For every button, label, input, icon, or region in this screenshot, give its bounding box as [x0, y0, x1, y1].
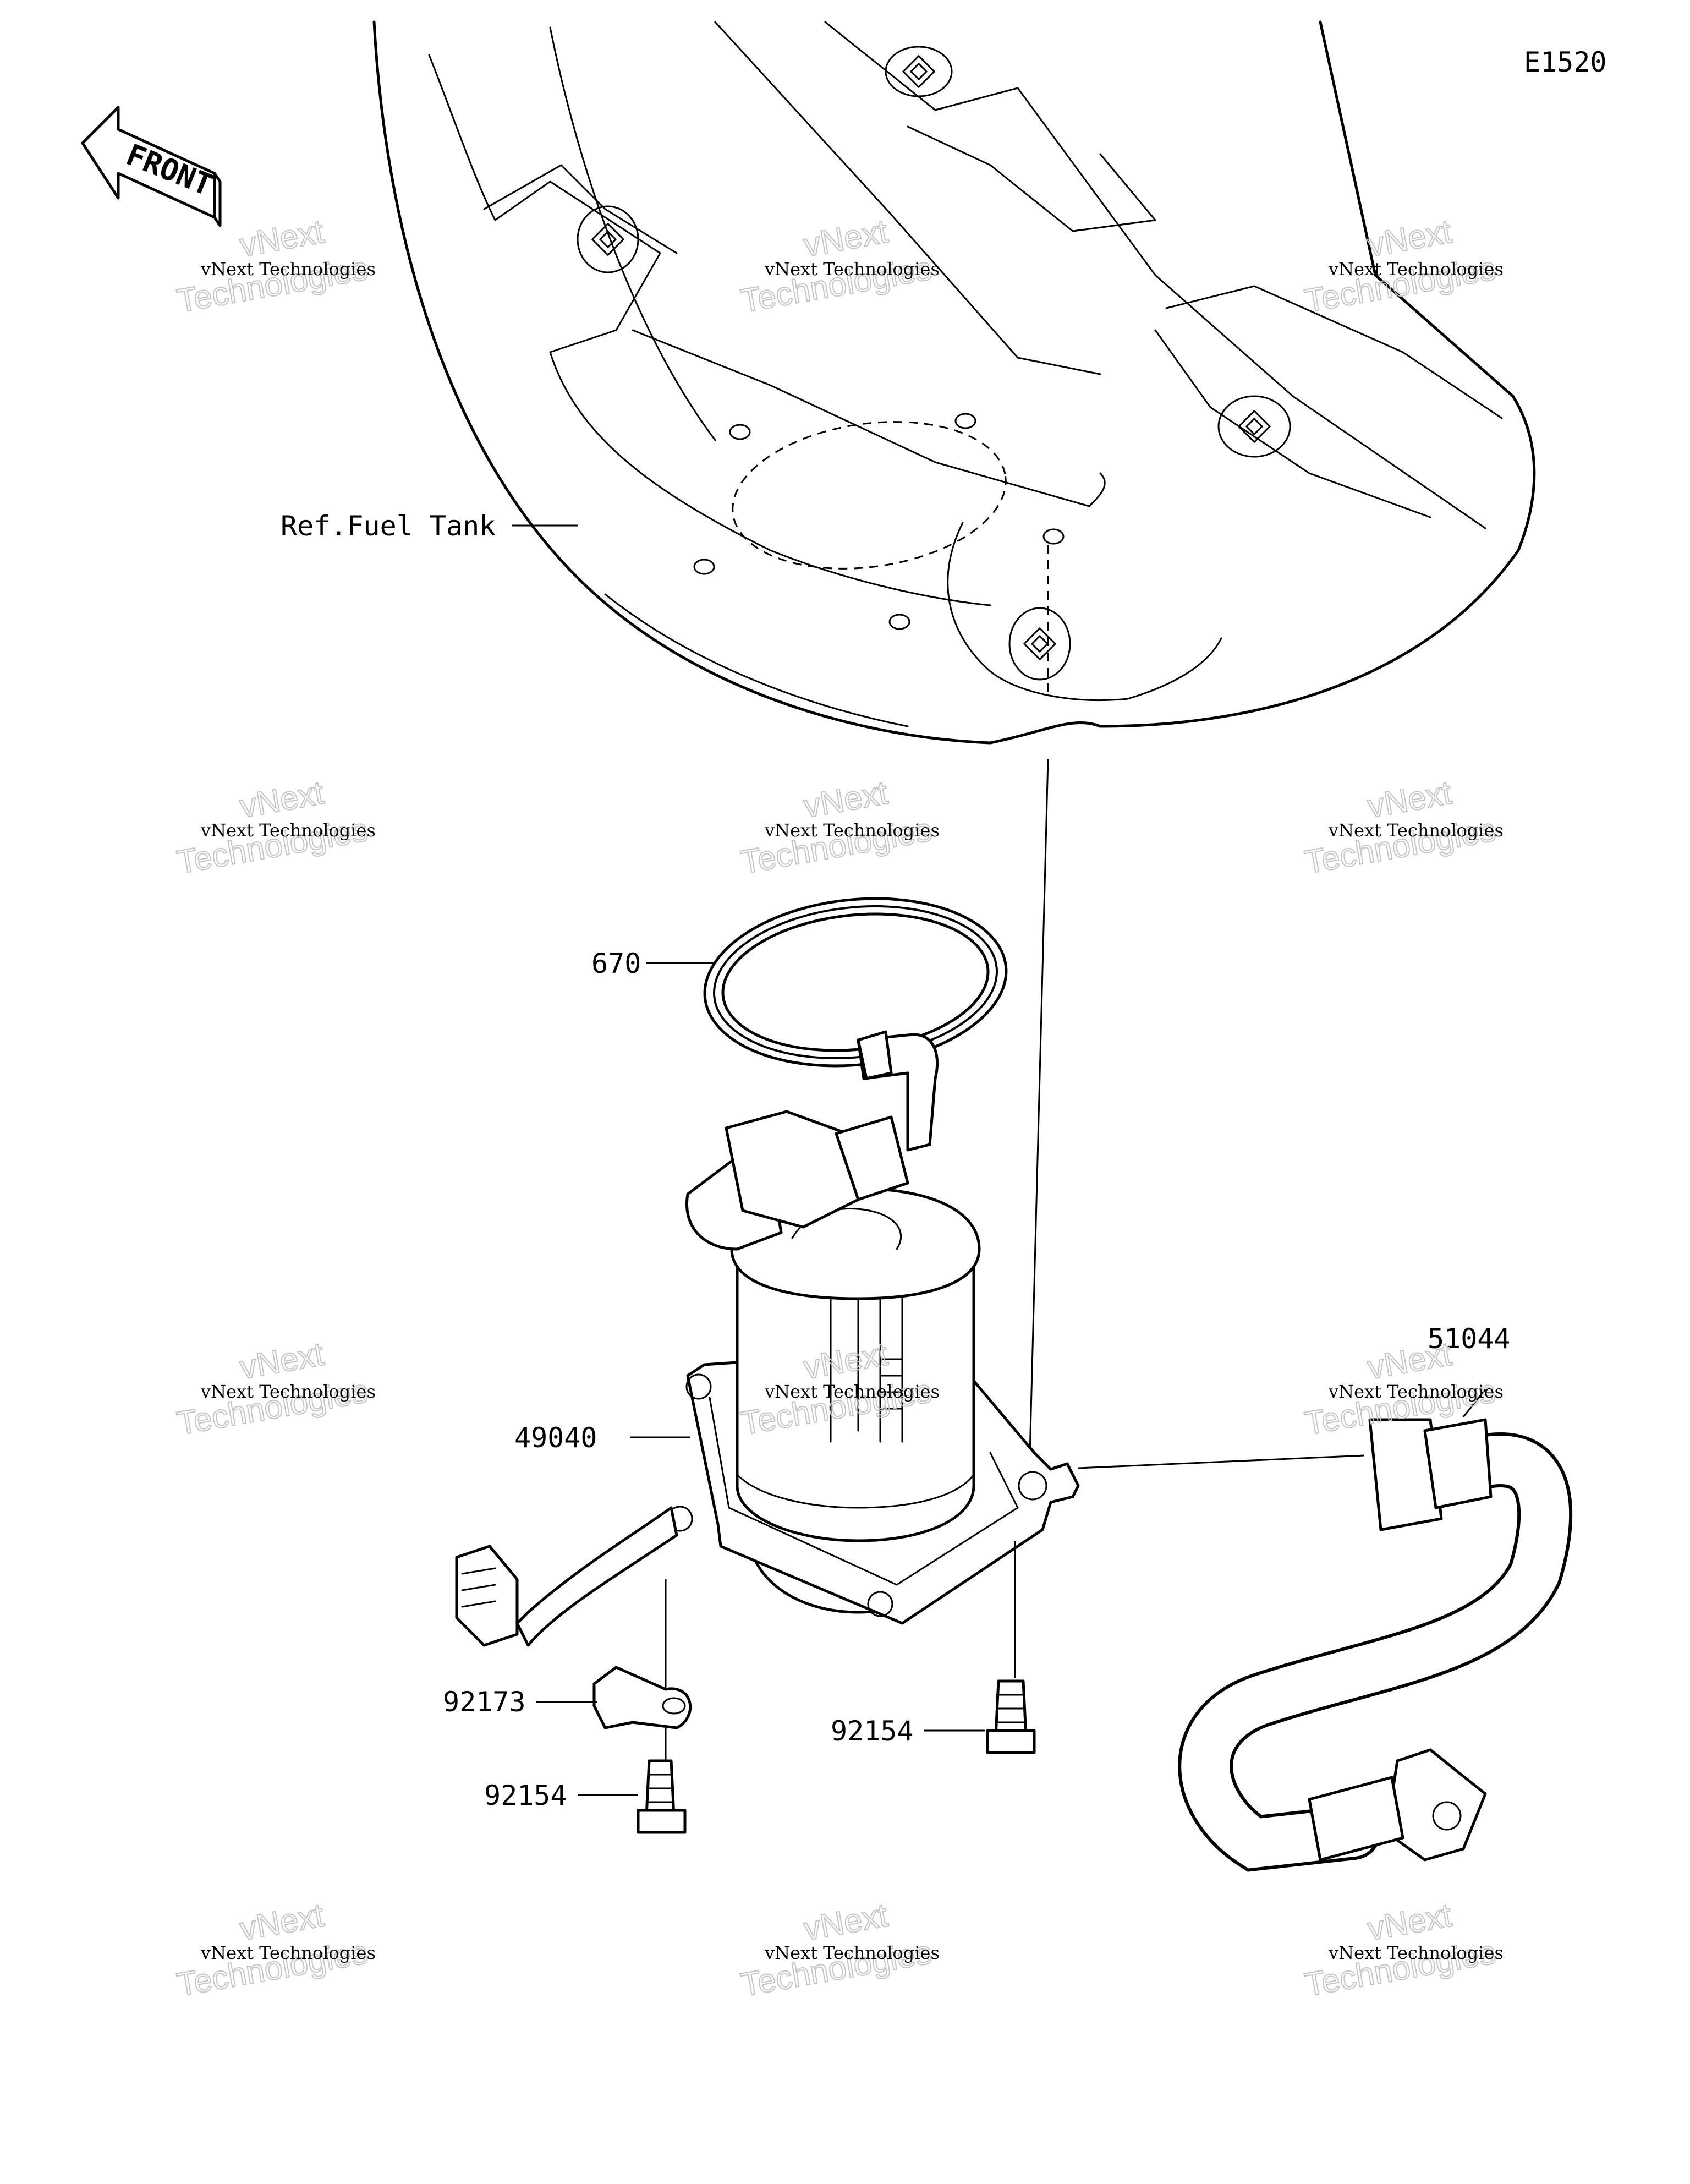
svg-text:vNext Technologies: vNext Technologies [764, 1942, 940, 1963]
watermark-11: Technologies vNext vNext Technologies [738, 1896, 940, 2004]
bolt-right [986, 1679, 1036, 1754]
gasket-ring [703, 897, 1008, 1068]
svg-text:vNext Technologies: vNext Technologies [200, 1942, 376, 1963]
watermark-10: Technologies vNext vNext Technologies [174, 1896, 376, 2004]
svg-text:vNext: vNext [1365, 774, 1455, 825]
hose-clamp [592, 1666, 692, 1729]
svg-text:vNext Technologies: vNext Technologies [1328, 820, 1504, 841]
tank-mount-1 [577, 205, 639, 273]
watermark-12: Technologies vNext vNext Technologies [1302, 1896, 1504, 2004]
watermark-6: Technologies vNext vNext Technologies [1302, 774, 1504, 882]
svg-text:vNext Technologies: vNext Technologies [1328, 1381, 1504, 1402]
fuel-hose [1178, 1418, 1573, 1872]
watermark-7: Technologies vNext vNext Technologies [174, 1335, 376, 1443]
svg-text:vNext: vNext [1365, 213, 1455, 264]
tank-mount-4 [1008, 607, 1071, 681]
label-bolt-left: 92154 [484, 1780, 567, 1811]
watermark-1: Technologies vNext vNext Technologies [174, 212, 376, 320]
fuel-pump [455, 1030, 1080, 1647]
label-fuel-tank: Ref.Fuel Tank [281, 510, 496, 542]
svg-text:vNext: vNext [1365, 1897, 1455, 1948]
label-hose: 51044 [1428, 1323, 1511, 1355]
svg-text:vNext: vNext [1365, 1335, 1455, 1387]
bolt-left [637, 1759, 687, 1834]
svg-text:vNext: vNext [801, 774, 891, 825]
front-arrow-icon: FRONT [81, 106, 222, 227]
svg-text:vNext Technologies: vNext Technologies [1328, 1942, 1504, 1963]
label-gasket: 670 [591, 948, 641, 979]
svg-text:vNext: vNext [237, 213, 327, 264]
svg-text:vNext Technologies: vNext Technologies [1328, 259, 1504, 280]
label-clamp: 92173 [443, 1686, 526, 1718]
svg-text:vNext Technologies: vNext Technologies [764, 1381, 940, 1402]
watermark-5: Technologies vNext vNext Technologies [738, 774, 940, 882]
svg-text:vNext Technologies: vNext Technologies [764, 259, 940, 280]
tank-mount-3 [1217, 395, 1291, 458]
watermark-4: Technologies vNext vNext Technologies [174, 774, 376, 882]
fuel-tank [372, 20, 1536, 745]
svg-text:vNext: vNext [237, 1897, 327, 1948]
svg-text:vNext Technologies: vNext Technologies [200, 259, 376, 280]
diagram-code: E1520 [1524, 46, 1607, 78]
svg-text:vNext Technologies: vNext Technologies [764, 820, 940, 841]
label-fuel-pump: 49040 [514, 1422, 597, 1454]
svg-text:vNext: vNext [237, 1335, 327, 1387]
tank-mount-2 [885, 46, 953, 97]
svg-text:vNext Technologies: vNext Technologies [200, 820, 376, 841]
label-bolt-right: 92154 [831, 1715, 914, 1747]
svg-text:vNext: vNext [237, 774, 327, 825]
svg-text:vNext: vNext [801, 1897, 891, 1948]
svg-text:vNext Technologies: vNext Technologies [200, 1381, 376, 1402]
